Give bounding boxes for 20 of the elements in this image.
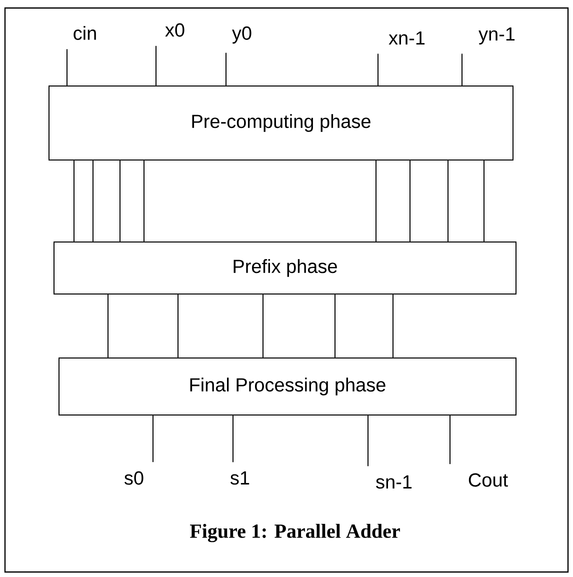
signal-line xyxy=(92,160,94,242)
signal-label: s1 xyxy=(230,471,250,485)
signal-label: y0 xyxy=(232,26,252,44)
phase-box: Prefix phase xyxy=(54,242,516,294)
signal-label: s0 xyxy=(124,471,144,485)
signal-line xyxy=(262,294,264,358)
signal-line xyxy=(66,48,68,86)
figure-caption: Figure 1: Parallel Adder xyxy=(190,524,400,542)
phase-box: Final Processing phase xyxy=(58,358,516,416)
signal-label: x0 xyxy=(165,23,184,37)
signal-label: Cout xyxy=(468,473,508,487)
signal-label: yn-1 xyxy=(478,28,515,44)
signal-line xyxy=(152,415,154,463)
signal-label: cin xyxy=(74,26,96,40)
signal-line xyxy=(334,294,336,358)
signal-line xyxy=(392,294,394,358)
signal-label: sn-1 xyxy=(376,475,412,489)
signal-line xyxy=(232,415,234,463)
phase-box: Pre-computing phase xyxy=(48,86,514,160)
signal-label: xn-1 xyxy=(388,31,425,45)
